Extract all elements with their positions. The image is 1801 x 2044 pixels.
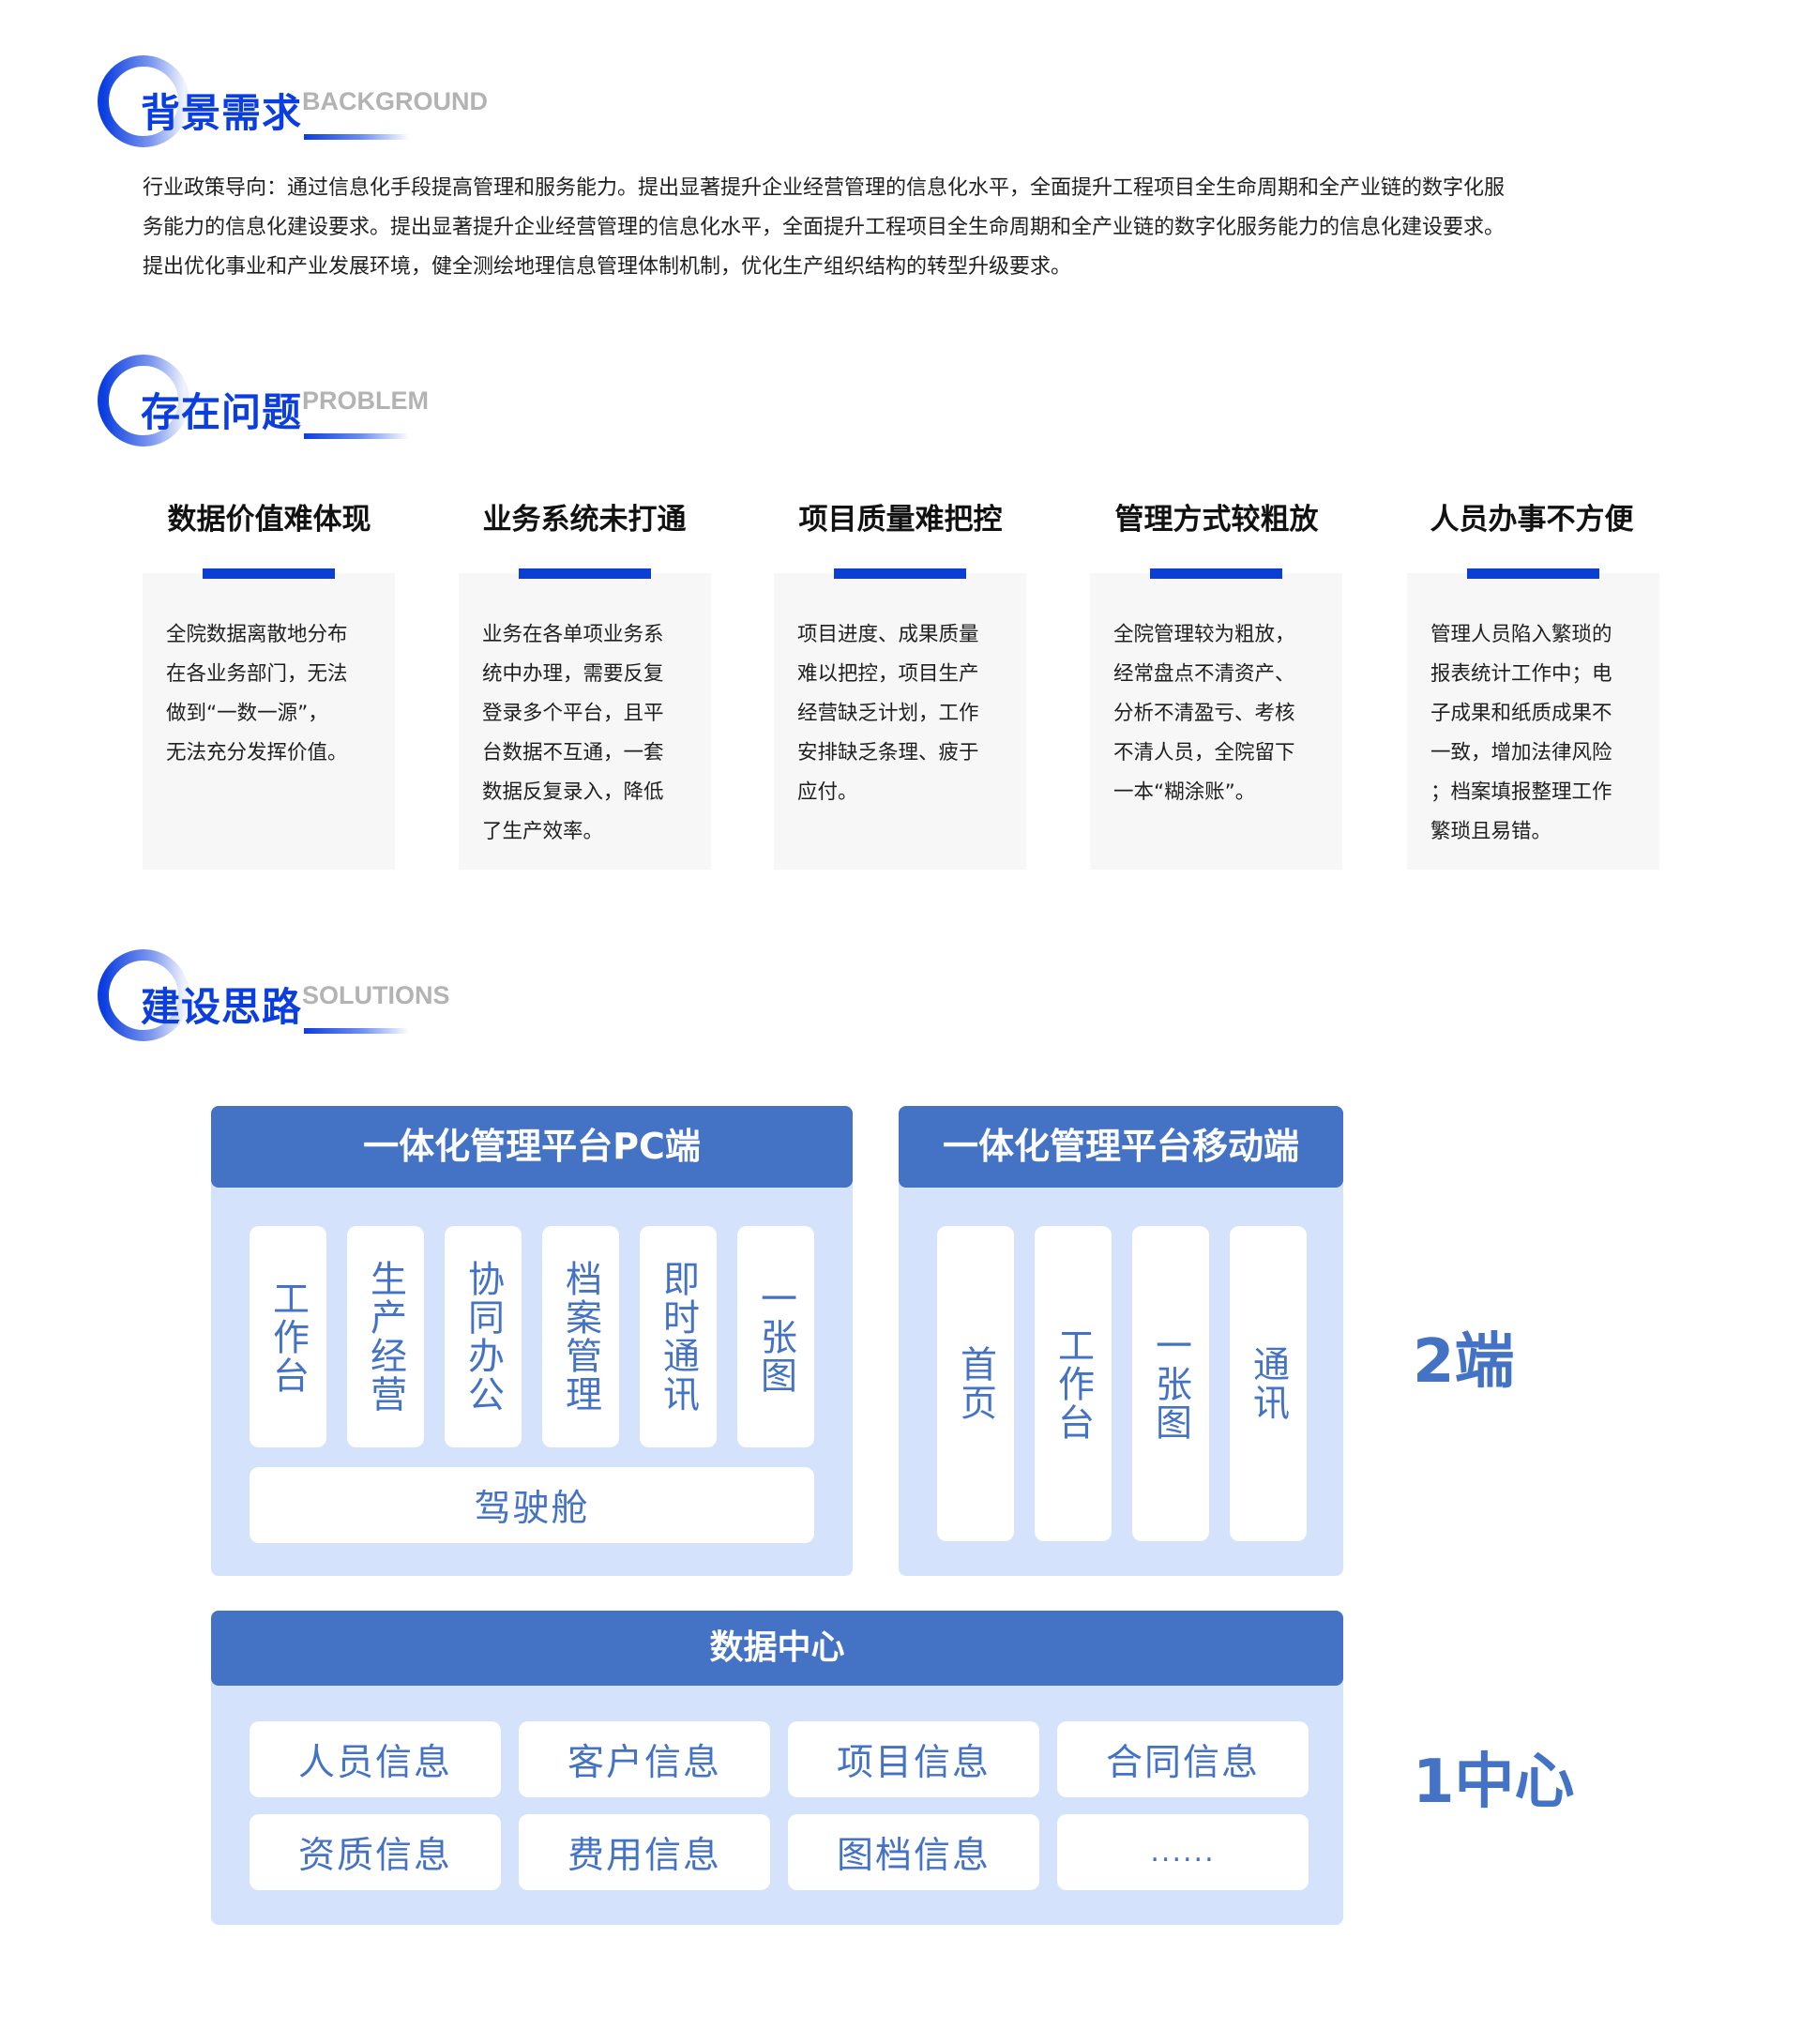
problem-card-bg	[1090, 573, 1342, 870]
mobile-module-workbench[interactable]: 工作台	[1035, 1226, 1112, 1541]
text-line: 台数据不互通，一套	[482, 741, 664, 765]
section-header-background: 背景需求 BACKGROUND	[98, 55, 660, 149]
section-title: 背景需求	[141, 90, 303, 136]
problem-card-bg	[143, 573, 395, 870]
text-line: 子成果和纸质成果不	[1430, 702, 1612, 725]
section-subtitle-en: SOLUTIONS	[302, 981, 450, 1009]
problem-title: 人员办事不方便	[1430, 503, 1634, 537]
paragraph-line: 提出优化事业和产业发展环境，健全测绘地理信息管理体制机制，优化生产组织结构的转型…	[143, 255, 1072, 279]
text-line: 全院数据离散地分布	[166, 623, 348, 646]
problem-description: 项目进度、成果质量 难以把控，项目生产 经营缺乏计划，工作 安排缺乏条理、疲于 …	[797, 615, 1006, 812]
text-line: 做到“一数一源”，	[166, 702, 328, 725]
problem-title: 项目质量难把控	[798, 503, 1003, 537]
pc-platform-title: 一体化管理平台PC端	[211, 1106, 853, 1188]
text-line: 一本“糊涂账”。	[1113, 780, 1256, 804]
section-subtitle-en: PROBLEM	[302, 386, 429, 415]
section-title: 存在问题	[141, 389, 303, 435]
data-center-title: 数据中心	[211, 1611, 1343, 1686]
text-line: 数据反复录入，降低	[482, 780, 664, 804]
pc-module-cockpit[interactable]: 驾驶舱	[250, 1467, 814, 1543]
text-line: 繁琐且易错。	[1430, 820, 1552, 843]
text-line: 项目进度、成果质量	[797, 623, 979, 646]
problem-title: 管理方式较粗放	[1114, 503, 1319, 537]
problem-card-bg	[459, 573, 711, 870]
text-line: 应付。	[797, 780, 858, 804]
section-title: 建设思路	[141, 984, 303, 1030]
mobile-platform-block: 一体化管理平台移动端 首页 工作台 一张图 通讯	[899, 1106, 1343, 1576]
text-line: 难以把控，项目生产	[797, 662, 979, 686]
problem-accent-bar	[1150, 568, 1282, 579]
text-line: 经营缺乏计划，工作	[797, 702, 979, 725]
mobile-module-map[interactable]: 一张图	[1132, 1226, 1209, 1541]
mobile-module-messaging[interactable]: 通讯	[1230, 1226, 1307, 1541]
data-item-qualification[interactable]: 资质信息	[250, 1814, 501, 1890]
text-line: 报表统计工作中；电	[1430, 662, 1612, 686]
problem-title: 业务系统未打通	[482, 503, 687, 537]
text-line: 管理人员陷入繁琐的	[1430, 623, 1612, 646]
problem-accent-bar	[1467, 568, 1599, 579]
data-center-block: 数据中心 人员信息 客户信息 项目信息 合同信息 资质信息 费用信息 图档信息 …	[211, 1611, 1343, 1925]
section-header-solutions: 建设思路 SOLUTIONS	[98, 949, 660, 1043]
text-line: 经常盘点不清资产、	[1113, 662, 1295, 686]
data-item-more[interactable]: ......	[1057, 1814, 1309, 1890]
section-header-problem: 存在问题 PROBLEM	[98, 355, 660, 448]
problem-card-bg	[1407, 573, 1659, 870]
background-paragraph: 行业政策导向：通过信息化手段提高管理和服务能力。提出显著提升企业经营管理的信息化…	[143, 169, 1662, 287]
pc-platform-block: 一体化管理平台PC端 工作台 生产经营 协同办公 档案管理 即时通讯 一张图 驾…	[211, 1106, 853, 1576]
pc-module-workbench[interactable]: 工作台	[250, 1226, 326, 1447]
text-line: 一致，增加法律风险	[1430, 741, 1612, 765]
problem-accent-bar	[834, 568, 966, 579]
mobile-platform-title: 一体化管理平台移动端	[899, 1106, 1343, 1188]
problem-card-bg	[774, 573, 1026, 870]
text-line: 全院管理较为粗放，	[1113, 623, 1295, 646]
text-line: 安排缺乏条理、疲于	[797, 741, 979, 765]
text-line: 无法充分发挥价值。	[166, 741, 348, 765]
mobile-module-home[interactable]: 首页	[937, 1226, 1014, 1541]
text-line: 统中办理，需要反复	[482, 662, 664, 686]
section-underline	[304, 433, 409, 439]
text-line: 在各业务部门，无法	[166, 662, 348, 686]
ring-icon	[98, 55, 189, 147]
data-item-drawings[interactable]: 图档信息	[788, 1814, 1039, 1890]
data-item-expense[interactable]: 费用信息	[519, 1814, 770, 1890]
paragraph-line: 务能力的信息化建设要求。提出显著提升企业经营管理的信息化水平，全面提升工程项目全…	[143, 216, 1506, 239]
pc-module-archives[interactable]: 档案管理	[542, 1226, 619, 1447]
section-subtitle-en: BACKGROUND	[302, 87, 488, 115]
data-item-personnel[interactable]: 人员信息	[250, 1721, 501, 1797]
section-underline	[304, 1028, 409, 1034]
ring-icon	[98, 355, 189, 447]
problem-description: 业务在各单项业务系 统中办理，需要反复 登录多个平台，且平 台数据不互通，一套 …	[482, 615, 690, 852]
data-item-contract[interactable]: 合同信息	[1057, 1721, 1309, 1797]
data-item-project[interactable]: 项目信息	[788, 1721, 1039, 1797]
text-line: 登录多个平台，且平	[482, 702, 664, 725]
center-label: 1中心	[1413, 1748, 1575, 1817]
ring-icon	[98, 949, 189, 1041]
pc-module-map[interactable]: 一张图	[737, 1226, 814, 1447]
ends-label: 2端	[1413, 1327, 1515, 1397]
problem-title: 数据价值难体现	[167, 503, 371, 537]
problem-description: 全院数据离散地分布 在各业务部门，无法 做到“一数一源”， 无法充分发挥价值。	[166, 615, 374, 773]
pc-module-messaging[interactable]: 即时通讯	[640, 1226, 717, 1447]
problem-accent-bar	[203, 568, 335, 579]
pc-module-production[interactable]: 生产经营	[347, 1226, 424, 1447]
text-line: 业务在各单项业务系	[482, 623, 664, 646]
problem-description: 全院管理较为粗放， 经常盘点不清资产、 分析不清盈亏、考核 不清人员，全院留下 …	[1113, 615, 1322, 812]
text-line: 了生产效率。	[482, 820, 604, 843]
pc-module-collaboration[interactable]: 协同办公	[445, 1226, 522, 1447]
text-line: ；档案填报整理工作	[1430, 780, 1612, 804]
text-line: 分析不清盈亏、考核	[1113, 702, 1295, 725]
problem-description: 管理人员陷入繁琐的 报表统计工作中；电 子成果和纸质成果不 一致，增加法律风险 …	[1430, 615, 1639, 852]
text-line: 不清人员，全院留下	[1113, 741, 1295, 765]
problem-accent-bar	[519, 568, 651, 579]
section-underline	[304, 134, 409, 140]
data-item-customer[interactable]: 客户信息	[519, 1721, 770, 1797]
paragraph-line: 行业政策导向：通过信息化手段提高管理和服务能力。提出显著提升企业经营管理的信息化…	[143, 176, 1506, 200]
